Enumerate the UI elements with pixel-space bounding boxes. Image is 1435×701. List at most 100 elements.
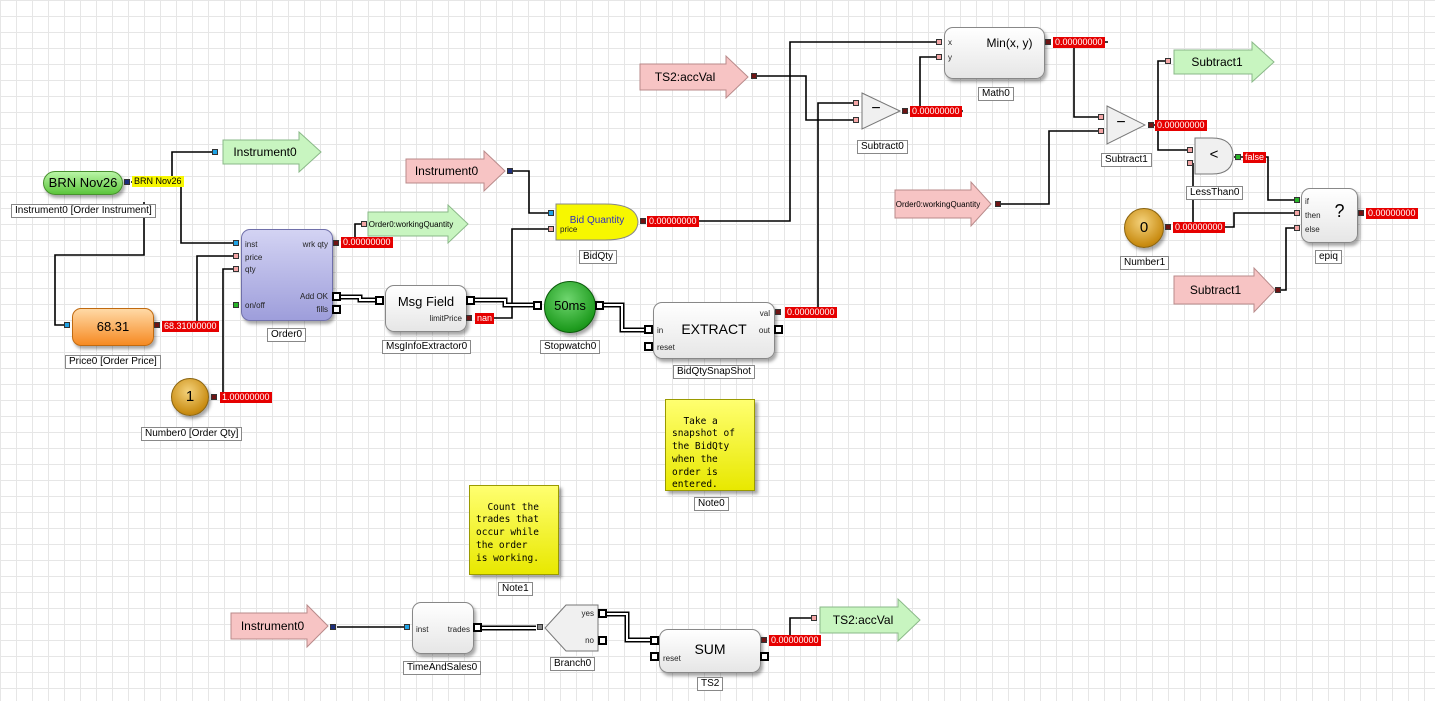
- subtract1-output-port[interactable]: [1148, 122, 1154, 128]
- order-port-onoff-label: on/off: [245, 301, 265, 310]
- lessthan0-output-port[interactable]: [1235, 154, 1241, 160]
- price-input-port[interactable]: [64, 322, 70, 328]
- extract-block[interactable]: EXTRACT val out in reset: [653, 302, 775, 359]
- order-fills-port[interactable]: [332, 305, 341, 314]
- branch0-no-label: no: [585, 636, 594, 645]
- note0[interactable]: Take a snapshot of the BidQty when the o…: [665, 399, 755, 491]
- subtract1-output-arrow-port[interactable]: [1165, 58, 1171, 64]
- epiq-if-port[interactable]: [1294, 197, 1300, 203]
- qty-block[interactable]: 1: [171, 378, 209, 416]
- extract-in-port[interactable]: [644, 325, 653, 334]
- branch0-yes-label: yes: [581, 609, 594, 618]
- lessthan0-block[interactable]: <: [1194, 137, 1234, 175]
- instrument-block[interactable]: BRN Nov26: [43, 171, 123, 195]
- qty-output-port[interactable]: [211, 394, 217, 400]
- instrument0-input-port-bottom[interactable]: [330, 624, 336, 630]
- subtract1-input-arrow[interactable]: Subtract1: [1172, 266, 1277, 314]
- ts2-accval-output-port[interactable]: [811, 615, 817, 621]
- math0-x-port[interactable]: [936, 39, 942, 45]
- epiq-caption: epiq: [1315, 250, 1342, 264]
- subtract1-output-arrow[interactable]: Subtract1: [1172, 40, 1276, 84]
- stopwatch-output-port[interactable]: [595, 301, 604, 310]
- bidqty-price-port[interactable]: [548, 226, 554, 232]
- timeandsales-trades-port[interactable]: [473, 623, 482, 632]
- epiq-else-port[interactable]: [1294, 225, 1300, 231]
- stopwatch-input-port[interactable]: [533, 301, 542, 310]
- subtract0-input-b[interactable]: [853, 117, 859, 123]
- extract-caption: BidQtySnapShot: [673, 365, 755, 379]
- instrument0-output-label: Instrument0: [233, 145, 297, 159]
- epiq-then-label: then: [1305, 211, 1321, 220]
- order-price-port[interactable]: [233, 253, 239, 259]
- extract-val-label: val: [759, 309, 770, 318]
- math0-block[interactable]: Min(x, y) x y: [944, 27, 1045, 79]
- timeandsales-inst-port[interactable]: [404, 624, 410, 630]
- order-wrkqty-port[interactable]: [333, 240, 339, 246]
- instrument-output-port[interactable]: [124, 179, 130, 185]
- extract-reset-port[interactable]: [644, 342, 653, 351]
- instrument0-input-port-mid[interactable]: [507, 168, 513, 174]
- branch0-input-port[interactable]: [537, 624, 543, 630]
- order-workingquantity-input-arrow[interactable]: Order0:workingQuantity: [893, 180, 993, 228]
- price-block-label: 68.31: [96, 319, 130, 334]
- extract-out-port[interactable]: [774, 325, 783, 334]
- instrument0-output-arrow[interactable]: Instrument0: [221, 130, 323, 174]
- instrument0-output-port[interactable]: [212, 149, 218, 155]
- math0-y-port[interactable]: [936, 54, 942, 60]
- sum-input-port[interactable]: [650, 636, 659, 645]
- lessthan0-input-b[interactable]: [1187, 160, 1193, 166]
- order-inst-port[interactable]: [233, 240, 239, 246]
- epiq-then-port[interactable]: [1294, 210, 1300, 216]
- subtract1-input-a[interactable]: [1098, 114, 1104, 120]
- extract-val-port[interactable]: [775, 309, 781, 315]
- order-addok-port[interactable]: [332, 292, 341, 301]
- sum-reset-port[interactable]: [650, 652, 659, 661]
- msg-field-limitprice-port[interactable]: [466, 315, 472, 321]
- math0-output-port[interactable]: [1045, 39, 1051, 45]
- sum-value: 0.00000000: [769, 635, 821, 646]
- branch0-block[interactable]: yes no: [544, 604, 599, 652]
- price-block[interactable]: 68.31: [72, 308, 154, 346]
- sum-output-port[interactable]: [761, 637, 767, 643]
- note1[interactable]: Count the trades that occur while the or…: [469, 485, 559, 575]
- ts2-accval-input-port[interactable]: [751, 73, 757, 79]
- price-output-port[interactable]: [154, 322, 160, 328]
- order-workingquantity-output-port[interactable]: [361, 221, 367, 227]
- ts2-accval-input-arrow[interactable]: TS2:accVal: [638, 54, 750, 100]
- sum-block[interactable]: SUM reset: [659, 629, 761, 673]
- order-qty-port[interactable]: [233, 266, 239, 272]
- epiq-output-port[interactable]: [1358, 210, 1364, 216]
- msg-field-output-port[interactable]: [466, 296, 475, 305]
- subtract1-input-port[interactable]: [1275, 287, 1281, 293]
- subtract0-output-port[interactable]: [902, 108, 908, 114]
- subtract0-input-a[interactable]: [853, 100, 859, 106]
- number1-label: 0: [1139, 219, 1149, 236]
- instrument0-input-arrow-mid[interactable]: Instrument0: [404, 149, 507, 193]
- subtract1-block[interactable]: −: [1106, 105, 1147, 145]
- msg-field-input-port[interactable]: [375, 296, 384, 305]
- order-onoff-port[interactable]: [233, 302, 239, 308]
- order-workingquantity-input-port[interactable]: [995, 201, 1001, 207]
- lessthan0-label: <: [1209, 146, 1219, 163]
- ts2-accval-output-arrow[interactable]: TS2:accVal: [818, 597, 922, 643]
- epiq-block[interactable]: ? if then else: [1301, 188, 1358, 243]
- order-workingquantity-output-arrow[interactable]: Order0:workingQuantity: [366, 203, 470, 245]
- branch0-no-port[interactable]: [598, 636, 607, 645]
- number1-output-port[interactable]: [1165, 224, 1171, 230]
- subtract1-input-b[interactable]: [1098, 128, 1104, 134]
- bidqty-instrument-port[interactable]: [548, 210, 554, 216]
- timeandsales-block[interactable]: inst trades: [412, 602, 474, 654]
- number1-caption: Number1: [1120, 256, 1170, 270]
- bidqty-block[interactable]: Bid Quantity price: [555, 203, 639, 241]
- order-block[interactable]: inst price qty on/off wrk qty Add OK fil…: [241, 229, 333, 321]
- stopwatch-block[interactable]: 50ms: [544, 281, 596, 333]
- msg-field-block[interactable]: Msg Field limitPrice: [385, 285, 467, 332]
- instrument0-input-arrow-bottom[interactable]: Instrument0: [229, 603, 330, 649]
- bidqty-output-port[interactable]: [640, 218, 646, 224]
- branch0-yes-port[interactable]: [598, 609, 607, 618]
- sum-output-port-2[interactable]: [760, 652, 769, 661]
- lessthan0-input-a[interactable]: [1187, 147, 1193, 153]
- subtract0-block[interactable]: −: [861, 92, 902, 130]
- note1-text: Count the trades that occur while the or…: [476, 501, 539, 564]
- number1-block[interactable]: 0: [1124, 208, 1164, 248]
